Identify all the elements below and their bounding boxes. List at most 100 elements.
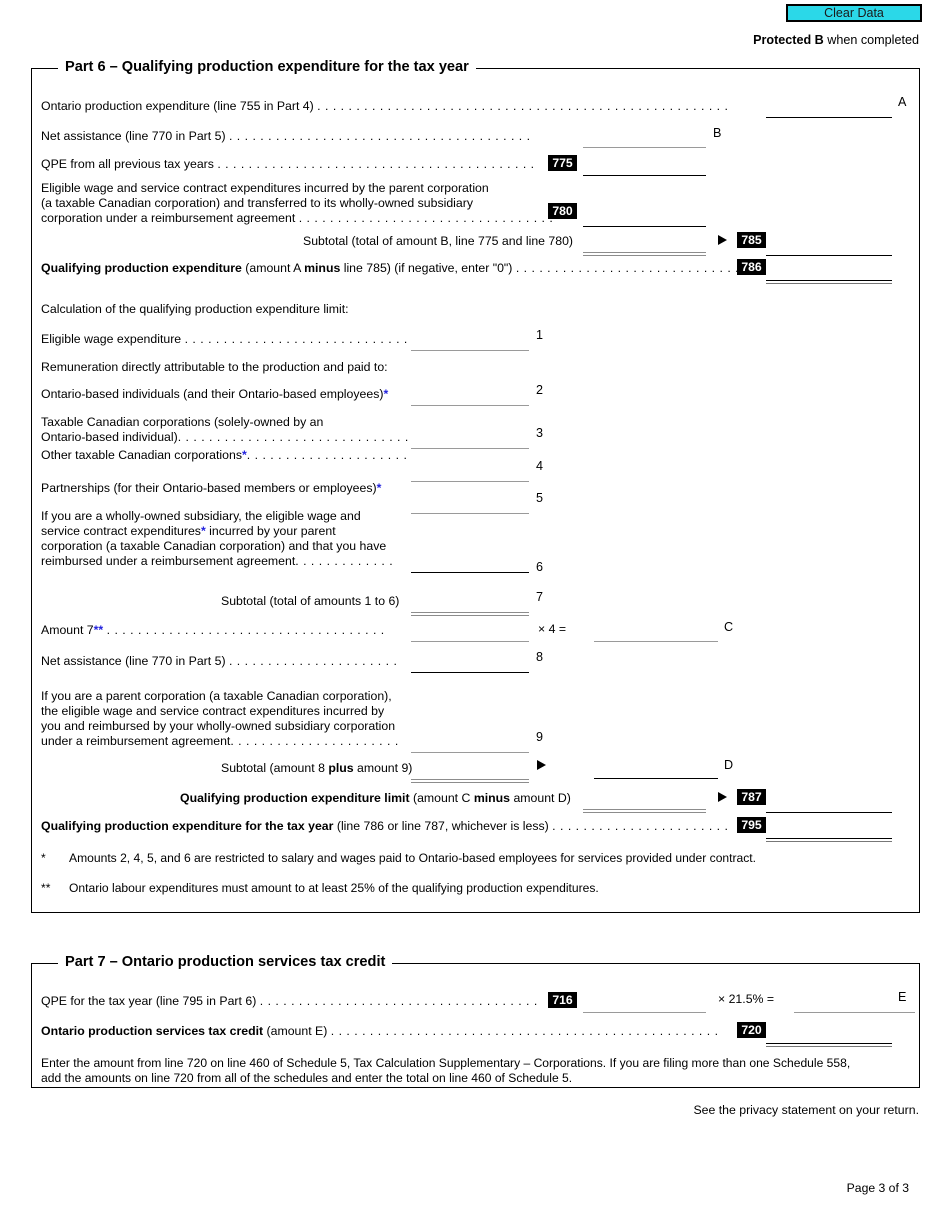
- leader-dots: . . . . . . . . . . . . . . . . . . . . …: [106, 623, 385, 637]
- label-subsidiary-line4: reimbursed under a reimbursement agreeme…: [41, 554, 393, 569]
- label-qpe-limit: Qualifying production expenditure limit …: [180, 791, 571, 806]
- field-subtotal-8-plus-9[interactable]: [411, 779, 529, 783]
- label-subtotal-b-775-780: Subtotal (total of amount B, line 775 an…: [303, 234, 574, 248]
- leader-dots: . . . . . . . . . . . . . . . . . . . . …: [259, 994, 538, 1008]
- protected-b-rest: when completed: [823, 33, 919, 47]
- leader-dots: . . . . . . . . . . . . . . . . . . . . …: [330, 1024, 719, 1038]
- text: Net assistance (line 770 in Part 5): [41, 129, 226, 143]
- amount-number-5: 5: [536, 491, 544, 505]
- field-amount-1[interactable]: [411, 350, 529, 351]
- amount-number-1: 1: [536, 328, 544, 342]
- text: under a reimbursement agreement: [41, 734, 231, 748]
- leader-dots: . . . . . . . . . . . . . . . . . . . . …: [184, 332, 408, 346]
- footnote-asterisk: *: [241, 448, 247, 462]
- field-amount-7-copy[interactable]: [411, 641, 529, 642]
- field-amount-5[interactable]: [411, 513, 529, 514]
- line-number-786: 786: [737, 259, 766, 275]
- field-amount-8[interactable]: [411, 672, 529, 673]
- field-line-795[interactable]: [766, 838, 892, 842]
- arrow-right-icon: [718, 235, 727, 245]
- part6-section: Part 6 – Qualifying production expenditu…: [31, 59, 920, 913]
- field-amount-4[interactable]: [411, 481, 529, 482]
- footnote-1-mark: *: [41, 851, 46, 865]
- arrow-right-icon: [718, 792, 727, 802]
- leader-dots: . . . . . . . . . . . . . . . . . . . . …: [515, 261, 740, 275]
- protected-b-bold: Protected B: [753, 33, 824, 47]
- field-line-786[interactable]: [766, 280, 892, 284]
- field-amount-a[interactable]: [766, 117, 892, 118]
- label-qpe-previous-years: QPE from all previous tax years . . . . …: [41, 157, 535, 172]
- label-taxable-cdn-corps-line1: Taxable Canadian corporations (solely-ow…: [41, 415, 324, 429]
- label-eligible-wage-parent-line1: Eligible wage and service contract expen…: [41, 181, 489, 195]
- text: Ontario-based individual): [41, 430, 178, 444]
- clear-data-button[interactable]: Clear Data: [786, 4, 922, 22]
- field-line-780[interactable]: [583, 226, 706, 227]
- part7-section: Part 7 – Ontario production services tax…: [31, 954, 920, 1088]
- text-bold: Qualifying production expenditure limit: [180, 791, 410, 805]
- text-minus: minus: [473, 791, 511, 805]
- text: service contract expenditures: [41, 524, 201, 538]
- leader-dots: . . . . . . . . . . . . . . . . . . . . …: [228, 654, 398, 668]
- line-number-720: 720: [737, 1022, 766, 1038]
- field-amount-7[interactable]: [411, 612, 529, 616]
- leader-dots: . . . . . . . . . . . . . . . . . . . . …: [177, 430, 409, 444]
- letter-e: E: [898, 990, 907, 1004]
- label-calculation-intro: Calculation of the qualifying production…: [41, 302, 349, 316]
- label-qpe-for-tax-year: Qualifying production expenditure for th…: [41, 819, 728, 834]
- field-amount-c[interactable]: [594, 641, 718, 642]
- label-parent-corp-line3: you and reimbursed by your wholly-owned …: [41, 719, 396, 733]
- label-times-rate: × 21.5% =: [718, 992, 775, 1006]
- footnote-double-asterisk: **: [93, 623, 104, 637]
- field-amount-9[interactable]: [411, 752, 529, 753]
- field-amount-b[interactable]: [583, 147, 706, 148]
- field-amount-3[interactable]: [411, 448, 529, 449]
- label-subsidiary-line1: If you are a wholly-owned subsidiary, th…: [41, 509, 361, 523]
- text2: amount 9): [353, 761, 413, 775]
- label-ontario-based-individuals: Ontario-based individuals (and their Ont…: [41, 387, 388, 402]
- protected-b-notice: Protected B when completed: [753, 33, 919, 47]
- leader-dots: . . . . . . . . . . . . . . . . . . . . …: [217, 157, 535, 171]
- line-number-775: 775: [548, 155, 577, 171]
- line-number-780: 780: [548, 203, 577, 219]
- amount-number-9: 9: [536, 730, 544, 744]
- footnote-1: * Amounts 2, 4, 5, and 6 are restricted …: [41, 851, 881, 866]
- label-parent-corp-line1: If you are a parent corporation (a taxab…: [41, 689, 392, 703]
- amount-number-7: 7: [536, 590, 544, 604]
- field-line-716[interactable]: [583, 1012, 706, 1013]
- field-amount-6[interactable]: [411, 572, 529, 573]
- text2: line 785) (if negative, enter "0"): [340, 261, 513, 275]
- instruction-line-1: Enter the amount from line 720 on line 4…: [41, 1056, 851, 1070]
- instruction-line-2: add the amounts on line 720 from all of …: [41, 1071, 573, 1085]
- field-amount-2[interactable]: [411, 405, 529, 406]
- label-subsidiary-line3: corporation (a taxable Canadian corporat…: [41, 539, 387, 553]
- field-line-785[interactable]: [766, 255, 892, 256]
- text: Partnerships (for their Ontario-based me…: [41, 481, 377, 495]
- leader-dots: . . . . . . . . . . . . . . . . . . . . …: [552, 819, 729, 833]
- field-qpe-limit-subtotal[interactable]: [583, 809, 706, 813]
- leader-dots: . . . . . . . . . . . . .: [295, 554, 394, 568]
- label-remuneration-intro: Remuneration directly attributable to th…: [41, 360, 388, 374]
- privacy-statement-note: See the privacy statement on your return…: [693, 1103, 919, 1117]
- label-subtotal-8-plus-9: Subtotal (amount 8 plus amount 9): [221, 761, 412, 776]
- field-line-787[interactable]: [766, 812, 892, 813]
- field-line-775[interactable]: [583, 175, 706, 176]
- label-other-taxable-cdn-corps: Other taxable Canadian corporations*. . …: [41, 448, 407, 463]
- text2: incurred by your parent: [205, 524, 336, 538]
- text: corporation under a reimbursement agreem…: [41, 211, 296, 225]
- amount-number-6: 6: [536, 560, 544, 574]
- line-number-795: 795: [737, 817, 766, 833]
- page-number: Page 3 of 3: [846, 1181, 909, 1195]
- text: Amount 7: [41, 623, 94, 637]
- field-amount-d[interactable]: [594, 778, 718, 779]
- text-bold: Qualifying production expenditure: [41, 261, 242, 275]
- text: Ontario production expenditure (line 755…: [41, 99, 314, 113]
- field-amount-e[interactable]: [794, 1012, 915, 1013]
- text: (line 786 or line 787, whichever is less…: [333, 819, 549, 833]
- leader-dots: . . . . . . . . . . . . . . . . . . . . …: [317, 99, 729, 113]
- label-ontario-production-expenditure: Ontario production expenditure (line 755…: [41, 99, 728, 114]
- footnote-asterisk: *: [383, 387, 389, 401]
- footnote-asterisk: *: [376, 481, 382, 495]
- label-parent-corp-line2: the eligible wage and service contract e…: [41, 704, 385, 718]
- field-line-720[interactable]: [766, 1043, 892, 1047]
- field-subtotal-b-775-780[interactable]: [583, 252, 706, 256]
